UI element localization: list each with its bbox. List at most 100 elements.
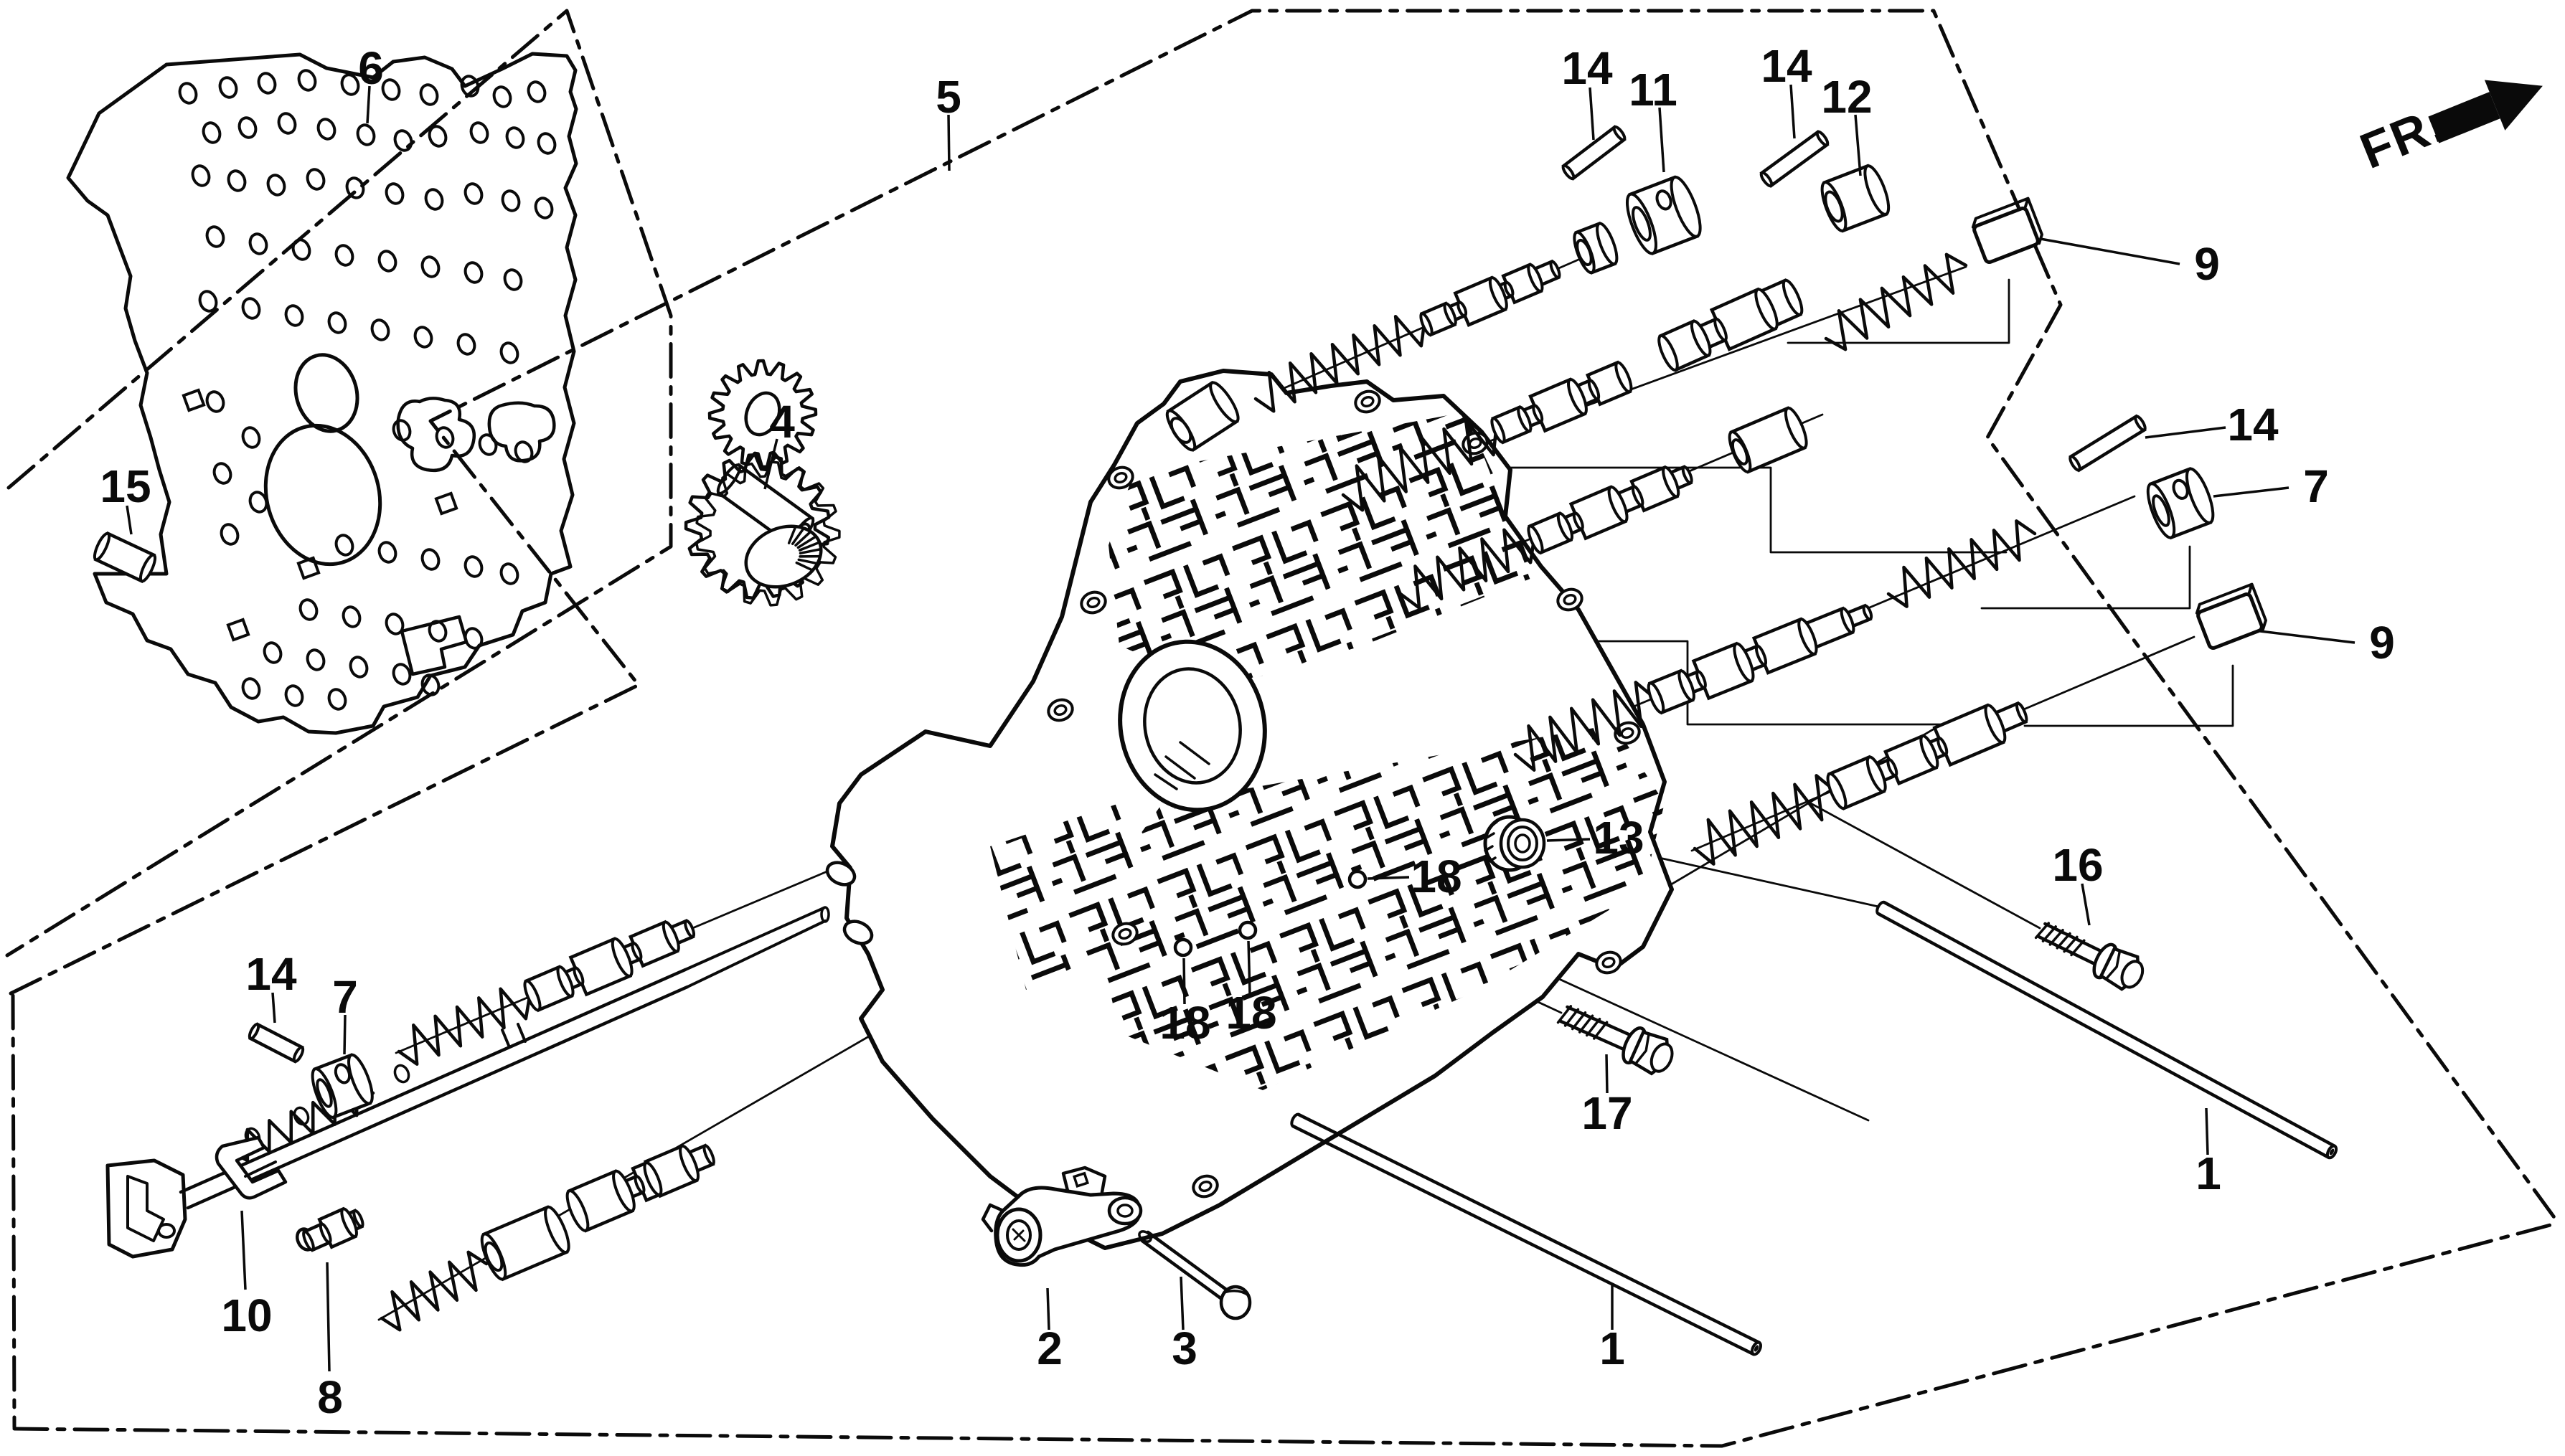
land-edge: [1865, 755, 1887, 793]
manual-valve-shaft: [105, 906, 830, 1259]
callout-leader-line: [1789, 84, 1796, 139]
land-edge: [2185, 467, 2215, 524]
drawing-shape: [1875, 900, 1886, 915]
plate-hole: [377, 541, 397, 564]
land-edge: [347, 1053, 374, 1105]
axis-line: [1807, 800, 2041, 930]
land-edge: [1754, 288, 1779, 331]
plate-hole: [499, 562, 519, 585]
land-edge: [1840, 607, 1855, 634]
cap-hole: [334, 1063, 352, 1084]
drawing-shape: [1507, 826, 1538, 861]
valve-land: [2069, 414, 2147, 473]
land-edge: [1490, 417, 1506, 444]
hub-hatch: [794, 530, 812, 547]
land-edge: [1759, 171, 1774, 188]
plate-hole: [456, 333, 476, 356]
body-bolt-hole: [1556, 587, 1583, 612]
plate-hole: [205, 225, 225, 248]
land-edge: [1572, 511, 1584, 531]
plate-hole: [284, 304, 304, 327]
body-bolt-hole-inner: [1620, 727, 1634, 739]
land-edge: [1612, 125, 1627, 142]
callout-leader-line: [1589, 87, 1595, 141]
plate-hole: [420, 673, 441, 696]
part-callout-label: 3: [1172, 1323, 1197, 1374]
plate-hole: [191, 164, 211, 187]
part-callout-label: 8: [317, 1371, 343, 1423]
plate-square-hole: [226, 618, 250, 642]
part-callout-label: 14: [2227, 399, 2279, 450]
drawing-shape: [1061, 1166, 1107, 1194]
land-edge: [1647, 681, 1665, 714]
cap-hole: [2172, 478, 2189, 500]
plate-square-hole: [296, 556, 321, 580]
part-callout-label: 7: [2303, 460, 2329, 512]
plate-hole: [237, 116, 258, 139]
pump-gears: [684, 359, 841, 607]
plate-hole: [198, 290, 218, 313]
plate-cutout: [487, 401, 556, 463]
hub-hatch: [787, 525, 797, 544]
valve-land: [1759, 129, 1830, 189]
plate-cutout: [396, 397, 476, 473]
plate-hole: [478, 433, 498, 456]
body-bolt-hole-inner: [1114, 471, 1128, 484]
land-edge: [556, 965, 575, 998]
drawing-shape: [1876, 900, 2337, 1160]
plate-hole: [257, 72, 277, 95]
spool-r4: [1647, 603, 1873, 715]
part-callout-label: 15: [100, 460, 151, 512]
shaft-spring: [229, 1082, 375, 1163]
land-edge: [1695, 670, 1707, 689]
land-edge: [1670, 175, 1702, 238]
plate-hole: [248, 232, 268, 255]
plate-hole: [291, 238, 311, 261]
land-edge: [1886, 758, 1898, 777]
drawing-shape: [1138, 1230, 1152, 1243]
drawing-shape: [981, 1203, 1005, 1233]
part-callout-label: 4: [769, 396, 795, 448]
drawing-shape: [1754, 1345, 1759, 1352]
part-callout-label: 14: [245, 948, 297, 1000]
spring-r2: [1341, 417, 1498, 512]
land-edge: [662, 920, 680, 953]
plate-hole: [469, 121, 489, 144]
roller-knurl: [1012, 1228, 1026, 1242]
land-edge: [1527, 263, 1544, 293]
sleeve-l2: [480, 1205, 570, 1282]
land-edge: [1919, 734, 1939, 770]
land-edge: [1662, 465, 1680, 498]
plate-hole: [220, 523, 240, 546]
part-callout-label: 18: [1225, 987, 1276, 1039]
plate-hole: [316, 118, 336, 141]
part-callout-label: 1: [1599, 1323, 1625, 1374]
body-bolt-hole: [1614, 721, 1641, 745]
plate-hole: [334, 534, 354, 557]
plate-hole: [266, 174, 286, 197]
thread: [2041, 925, 2057, 942]
plate-hole: [298, 598, 319, 621]
callout-leader-line: [1180, 1276, 1185, 1330]
sleeve-r3: [1728, 406, 1808, 474]
separator-plate: [66, 52, 578, 735]
part-callout-label: 9: [2194, 238, 2220, 290]
land-edge: [1713, 317, 1728, 342]
callout-leader-line: [126, 505, 133, 535]
drawing-shape: [1072, 1171, 1089, 1188]
main-region-border-left: [11, 993, 17, 1429]
plate-hole: [241, 426, 261, 449]
callout-leader-line: [240, 1210, 247, 1290]
cap-bore: [2152, 494, 2170, 527]
land-edge: [1631, 485, 1644, 507]
callout-leader-line: [1247, 940, 1251, 995]
cap-bore: [1632, 206, 1652, 242]
plate-hole: [537, 132, 557, 155]
plate-upper-bore: [293, 353, 359, 433]
land-edge: [1587, 379, 1601, 401]
callout-leader-line: [1658, 107, 1665, 173]
plate-hole: [202, 121, 222, 144]
callout-leader-line: [2213, 486, 2289, 498]
land-edge: [1784, 406, 1808, 450]
